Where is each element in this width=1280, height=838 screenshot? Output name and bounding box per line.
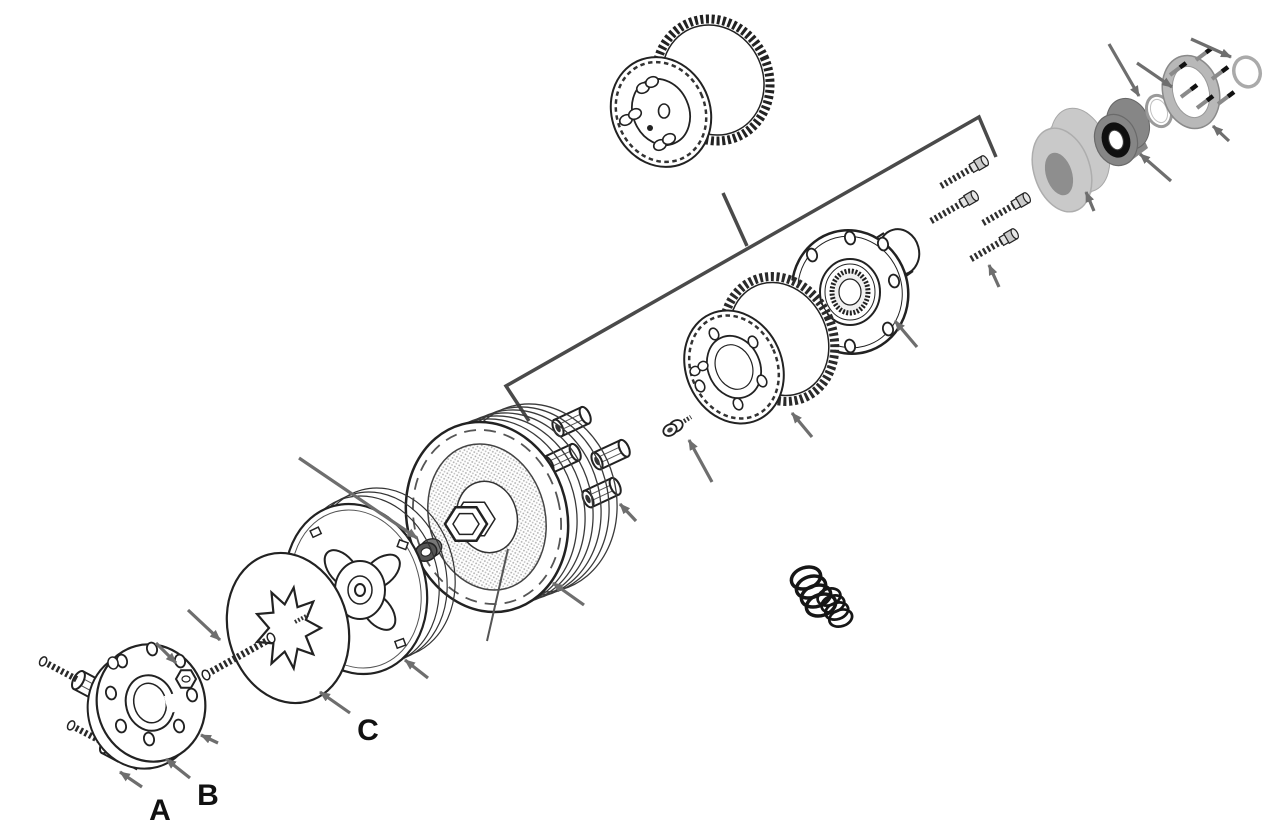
threaded-adjuster-rod <box>201 632 276 681</box>
shell-holes <box>694 327 768 411</box>
plate-holes <box>104 641 199 747</box>
arrow-stud-assembly <box>119 770 143 789</box>
label-b: B <box>197 779 219 812</box>
center-hex-nut <box>443 501 496 542</box>
arrow-spacer-ring <box>1084 191 1096 212</box>
arrow-plate-bottom <box>165 757 191 780</box>
spring-retainer <box>318 549 401 631</box>
arrow-plate-edge <box>200 733 219 745</box>
arrow-retainer-plate-2 <box>1211 124 1231 143</box>
clutch-shell-gear <box>683 272 840 425</box>
leader-line <box>486 548 509 642</box>
clutch-springs <box>786 561 856 631</box>
arrow-bearing <box>1138 152 1173 183</box>
arrow-adjuster-rod <box>186 608 222 642</box>
release-plate <box>36 641 207 781</box>
arrow-flange-hub <box>893 319 919 349</box>
callout-labels: A B C <box>149 714 379 827</box>
arrow-retainer-plate <box>1136 61 1173 89</box>
splined-clutch-disc <box>225 551 351 705</box>
arrow-snap-ring <box>1107 43 1141 97</box>
arrow-label-c <box>319 690 351 715</box>
arrow-hex-standoffs <box>618 502 638 523</box>
bearing-retainer-plate <box>1161 46 1236 130</box>
grouping-bracket <box>503 114 998 422</box>
plate-nut <box>174 669 198 689</box>
adjuster-screw <box>662 415 693 437</box>
arrow-hub-bolts <box>987 264 1001 288</box>
spline-cutout <box>254 584 324 672</box>
outer-snap-ring <box>1232 55 1262 89</box>
label-c: C <box>357 714 379 747</box>
arrow-plate-nut <box>154 641 178 665</box>
bearing-spacer-ring <box>1031 107 1111 213</box>
clutch-bearing <box>1093 97 1151 167</box>
arrow-shell-gear <box>790 411 814 439</box>
arrow-pressure-plate <box>404 658 429 680</box>
arrow-adjuster-screw <box>687 439 714 483</box>
top-drive-gear <box>609 14 775 168</box>
arrow-lock-washer <box>298 456 418 540</box>
callout-arrows <box>119 37 1232 789</box>
arrow-plate-pack <box>552 581 585 607</box>
retainer-studs <box>1168 46 1236 110</box>
hub-bolts <box>928 155 1032 264</box>
clutch-plate-pack <box>404 403 618 614</box>
arrow-outer-snap-ring <box>1190 37 1232 59</box>
label-a: A <box>149 794 171 827</box>
